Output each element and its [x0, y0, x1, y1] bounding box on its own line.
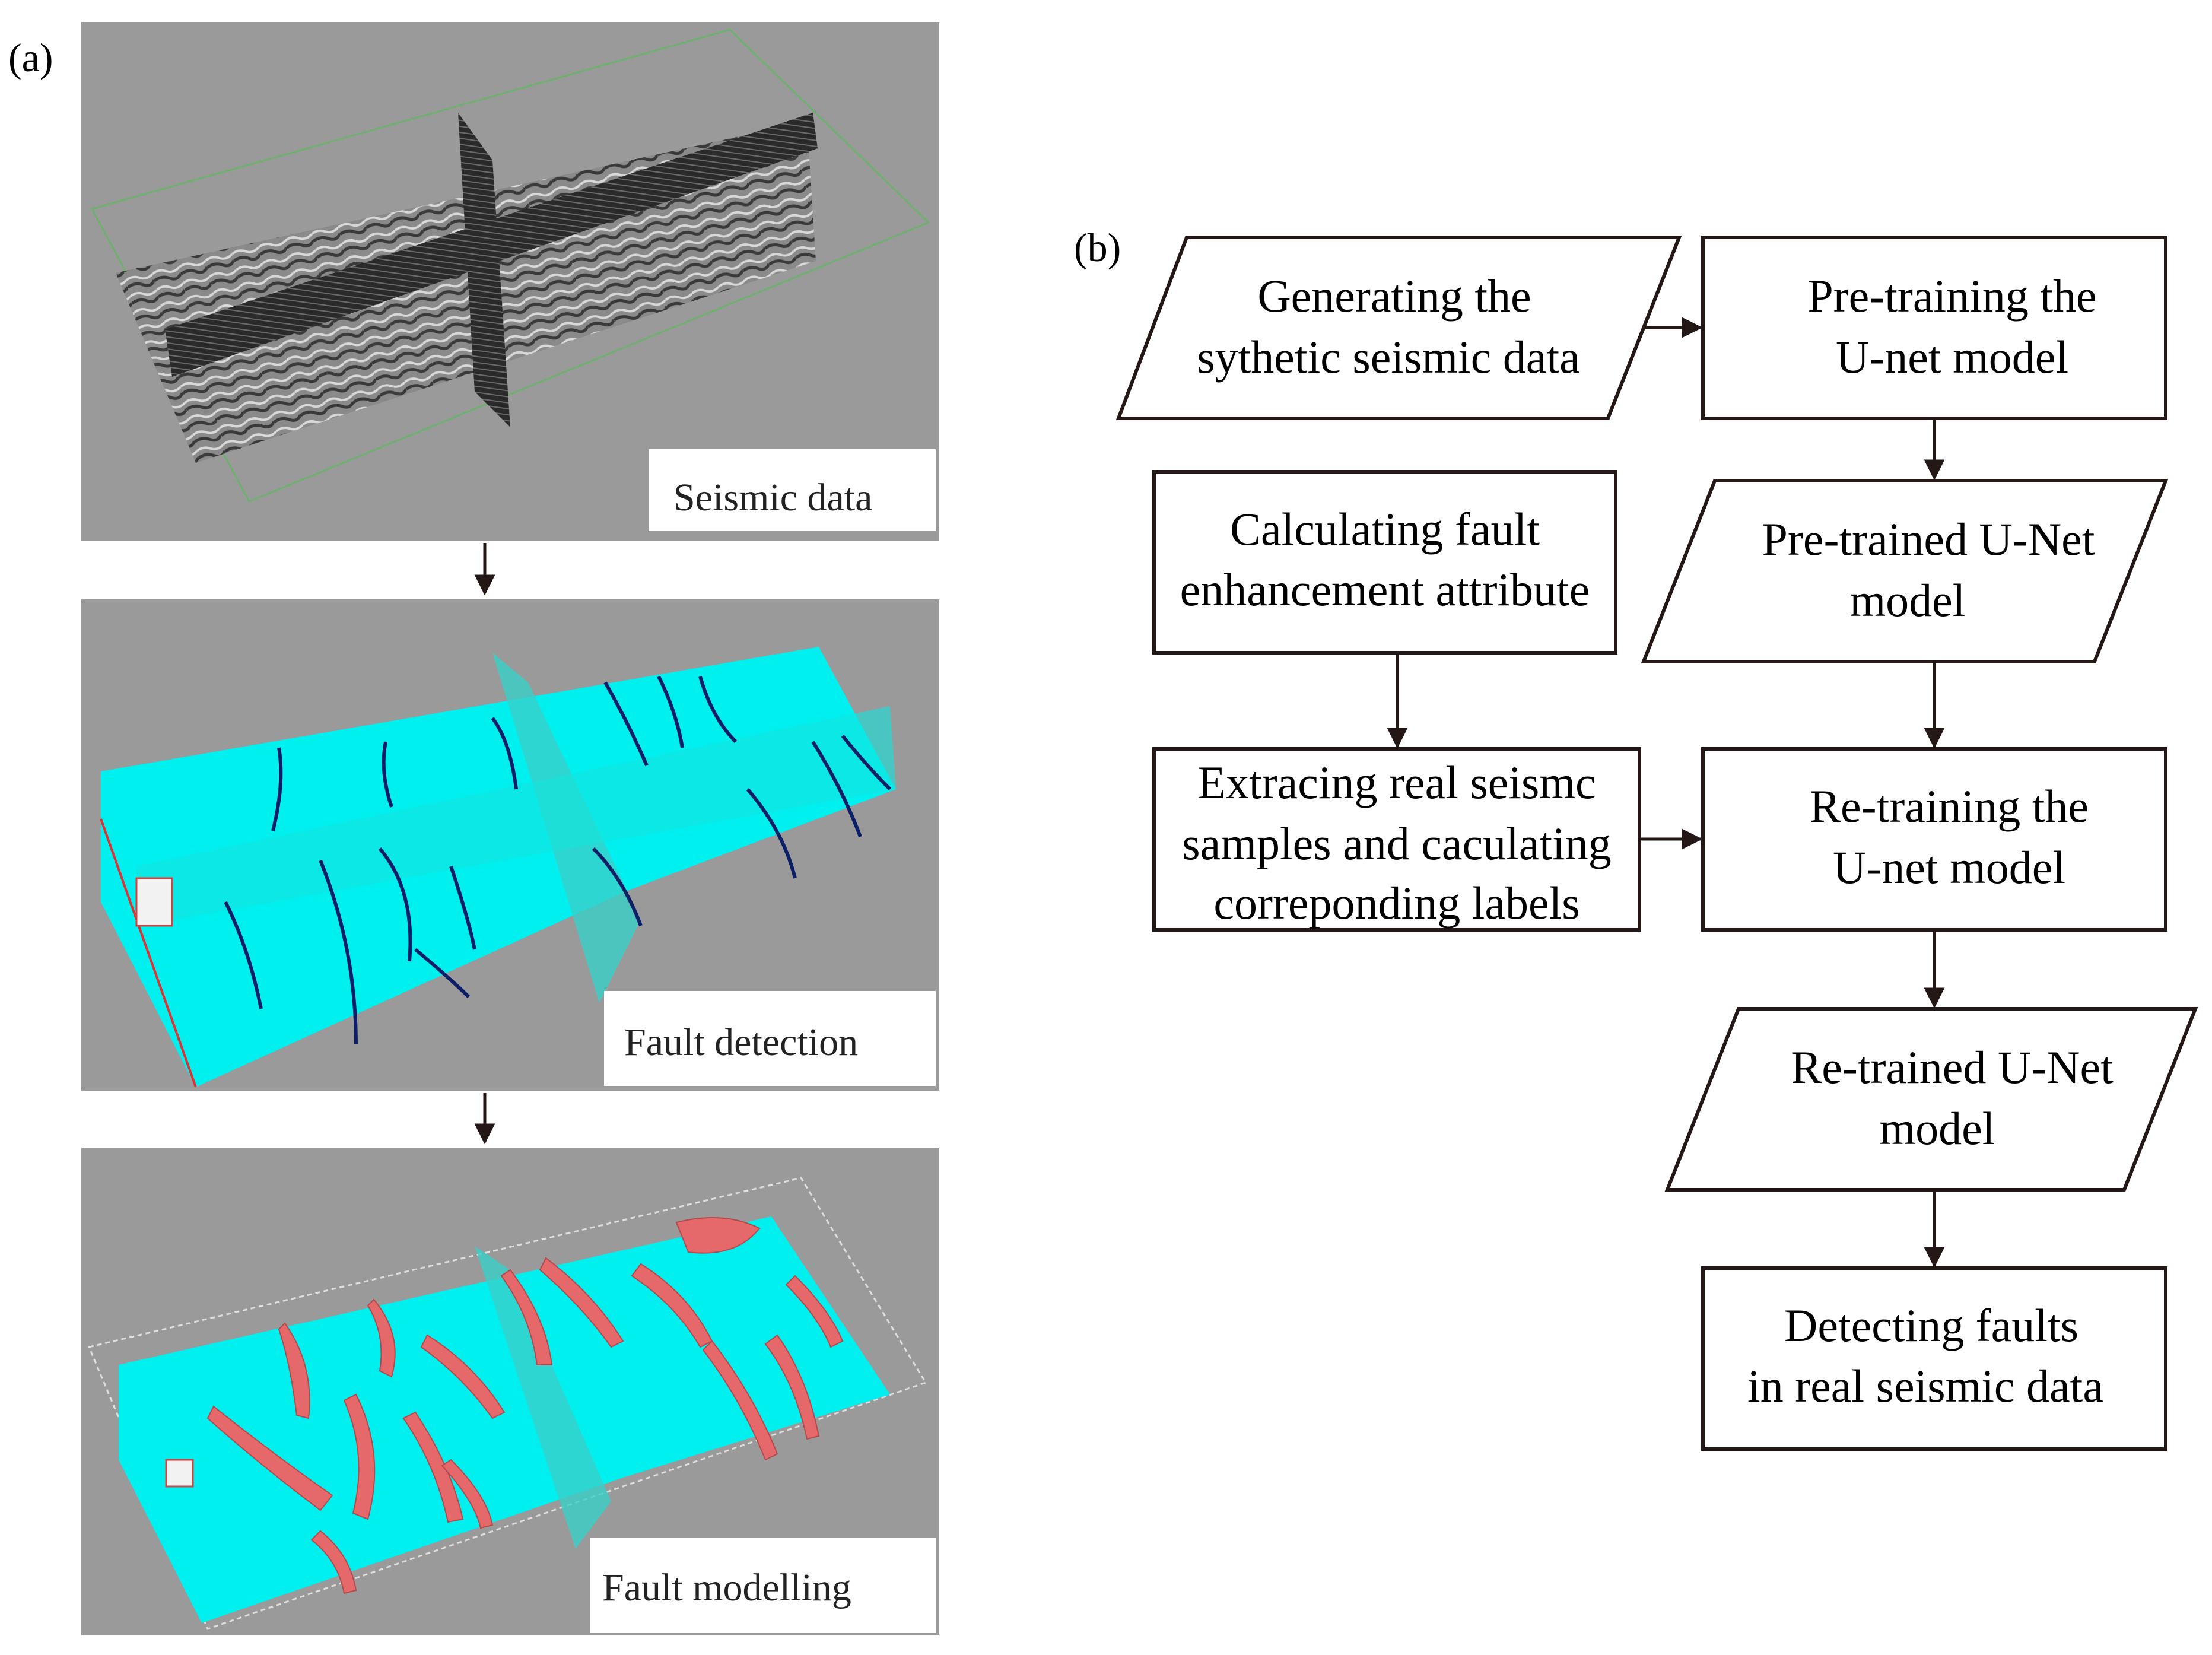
detection-inline-section: [136, 706, 896, 926]
node-extract-line-1: Extracing real seismc: [1197, 757, 1596, 808]
node-generate-line-2: sythetic seismic data: [1197, 331, 1579, 383]
node-generate-line-1: Generating the: [1257, 270, 1531, 322]
node-extract-line-3: correponding labels: [1213, 877, 1579, 929]
detection-red-edge: [100, 818, 197, 1088]
node-pretrained-line-2: model: [1850, 574, 1966, 626]
node-pretrain-line-1: Pre-training the: [1807, 270, 2096, 322]
node-detect-line-2: in real seismic data: [1747, 1360, 2103, 1412]
modelling-caption: Fault modelling: [602, 1566, 851, 1609]
node-detect-line-1: Detecting faults: [1784, 1300, 2078, 1351]
seismic-caption: Seismic data: [673, 476, 872, 519]
node-pretrain-line-2: U-net model: [1836, 331, 2068, 383]
seismic-crossline-section: [458, 113, 510, 427]
node-pretrained-line-1: Pre-trained U-Net: [1762, 513, 2095, 565]
panel-a-label: (a): [8, 35, 53, 80]
node-retrained-shape: [1664, 1007, 2198, 1192]
modelling-well-marker: [165, 1459, 194, 1488]
seismic-data-view: Seismic data: [81, 22, 939, 541]
node-fault-attr-line-2: enhancement attribute: [1180, 564, 1590, 615]
node-detect-shape: [1701, 1266, 2167, 1451]
fault-surfaces: [206, 1217, 844, 1594]
node-retrain-line-1: Re-training the: [1810, 780, 2089, 832]
fault-detection-view: Fault detection: [81, 599, 939, 1091]
node-pretrain-shape: [1701, 236, 2167, 420]
node-fault-attr-line-1: Calculating fault: [1230, 503, 1540, 555]
node-generate-shape: [1115, 236, 1682, 420]
node-extract-shape: [1152, 747, 1641, 932]
node-fault-attr-shape: [1152, 470, 1617, 655]
modelling-caption-box: [590, 1538, 936, 1633]
node-retrained-line-2: model: [1880, 1103, 1995, 1154]
detection-caption: Fault detection: [624, 1021, 858, 1064]
node-extract-line-2: samples and caculating: [1182, 818, 1611, 869]
modelling-crossline-section: [475, 1246, 611, 1549]
seismic-caption-box: [649, 449, 936, 531]
well-marker: [135, 877, 173, 927]
node-pretrained-shape: [1641, 479, 2169, 663]
panel-b-label: (b): [1074, 225, 1121, 270]
fault-modelling-view: Fault modelling: [81, 1148, 939, 1635]
fault-traces: [224, 675, 892, 1045]
node-retrain-line-2: U-net model: [1833, 841, 2065, 893]
detection-caption-box: [604, 991, 936, 1086]
node-retrained-line-1: Re-trained U-Net: [1791, 1041, 2114, 1093]
node-retrain-shape: [1701, 747, 2167, 932]
